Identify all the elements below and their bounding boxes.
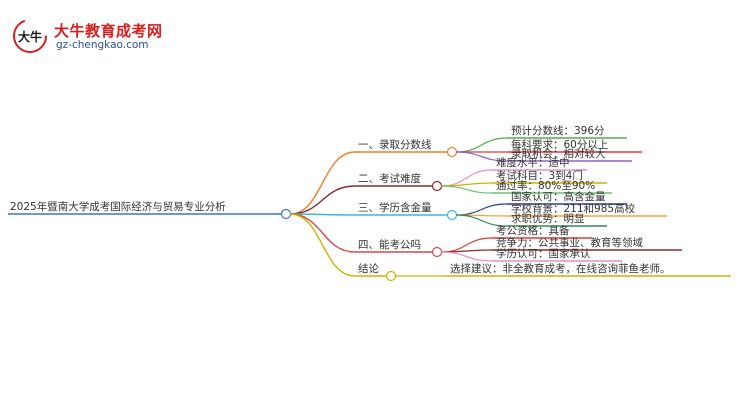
leaf-label: 考公资格：具备 (496, 225, 570, 237)
branch-node (431, 246, 443, 258)
leaf-connector (440, 185, 493, 194)
leaf-label: 通过率：80%至90% (496, 180, 596, 192)
leaf-connector (455, 203, 508, 216)
branch-node (385, 270, 397, 282)
leaf-label: 学历认可：国家承认 (496, 248, 591, 260)
branch-connector (289, 151, 356, 215)
leaf-label: 学校背景：211和985高校 (511, 203, 636, 215)
leaf-label: 求职优势：明显 (511, 213, 585, 225)
leaf-label: 每科要求：60分以上 (511, 139, 609, 151)
branch-label: 一、录取分数线 (358, 139, 432, 151)
leaf-label: 考试科目：3到4门 (496, 170, 583, 182)
brand-name: 大牛教育成考网 (54, 22, 163, 40)
leaf-label: 录取机会：相对较大 (511, 148, 606, 160)
branch-connector (289, 213, 356, 216)
branch-label: 二、考试难度 (358, 173, 421, 185)
leaf-connector (455, 151, 508, 162)
brand-mark-text: 大牛 (18, 29, 42, 44)
leaf-label: 竞争力：公共事业、教育等领域 (496, 237, 643, 249)
branch-node (446, 209, 458, 221)
branch-connector (289, 185, 356, 215)
branch-label: 结论 (358, 263, 379, 275)
leaf-connector (455, 137, 508, 153)
leaf-label: 选择建议：非全教育成考，在线咨询菲鱼老师。 (450, 263, 671, 275)
branch-node (446, 146, 458, 158)
leaf-label: 预计分数线：396分 (511, 125, 605, 137)
branch-label: 四、能考公吗 (358, 239, 421, 251)
leaf-label: 国家认可：高含金量 (511, 191, 606, 203)
branch-label: 三、学历含金量 (358, 202, 432, 214)
leaf-label: 难度水平：适中 (496, 157, 570, 169)
leaf-connector (455, 214, 508, 227)
leaf-connector (440, 251, 493, 262)
leaf-connector (440, 182, 493, 187)
brand-url: gz-chengkao.com (56, 39, 149, 51)
brand-mark-icon: 大牛 (13, 19, 47, 53)
root-node (280, 208, 292, 220)
branch-node (431, 180, 443, 192)
root-topic: 2025年暨南大学成考国际经济与贸易专业分析 (10, 201, 226, 213)
branch-connector (289, 213, 356, 277)
